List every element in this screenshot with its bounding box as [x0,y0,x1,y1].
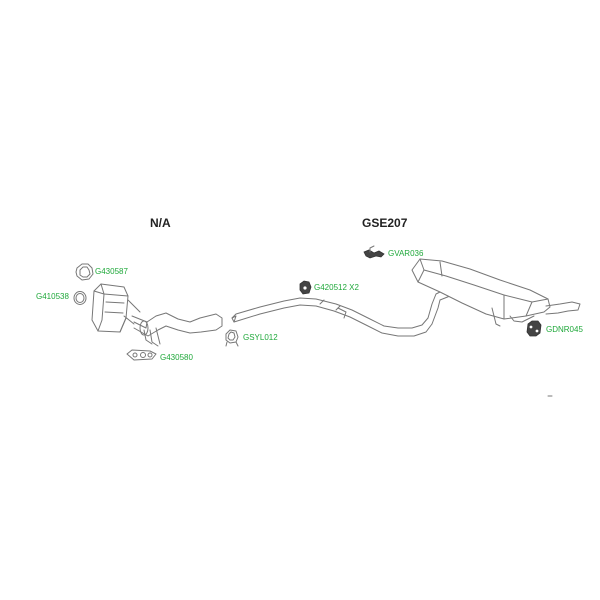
part-label-gasket-lower[interactable]: G410538 [36,292,69,301]
part-label-gasket-upper[interactable]: G430587 [95,267,128,276]
section-title-right: GSE207 [362,216,408,230]
intermediate-pipe[interactable] [231,297,433,337]
flange-gasket[interactable] [126,349,157,361]
front-pipe[interactable] [131,312,223,347]
mounting-bracket[interactable] [363,245,385,259]
rear-hanger-rubber[interactable] [526,320,542,337]
gasket-ring-lower[interactable] [73,291,87,305]
pipe-clamp[interactable] [225,329,239,347]
part-label-hanger-rubber[interactable]: G420512 X2 [314,283,359,292]
rear-silencer[interactable] [411,258,581,327]
catalytic-converter[interactable] [91,283,141,333]
gasket-ring-upper[interactable] [75,263,94,281]
section-title-left: N/A [150,216,171,230]
part-label-rear-hanger[interactable]: GDNR045 [546,325,583,334]
hanger-rubber[interactable] [299,280,312,295]
part-label-flange-gasket[interactable]: G430580 [160,353,193,362]
part-label-pipe-clamp[interactable]: GSYL012 [243,333,278,342]
part-label-mounting-bracket[interactable]: GVAR036 [388,249,424,258]
